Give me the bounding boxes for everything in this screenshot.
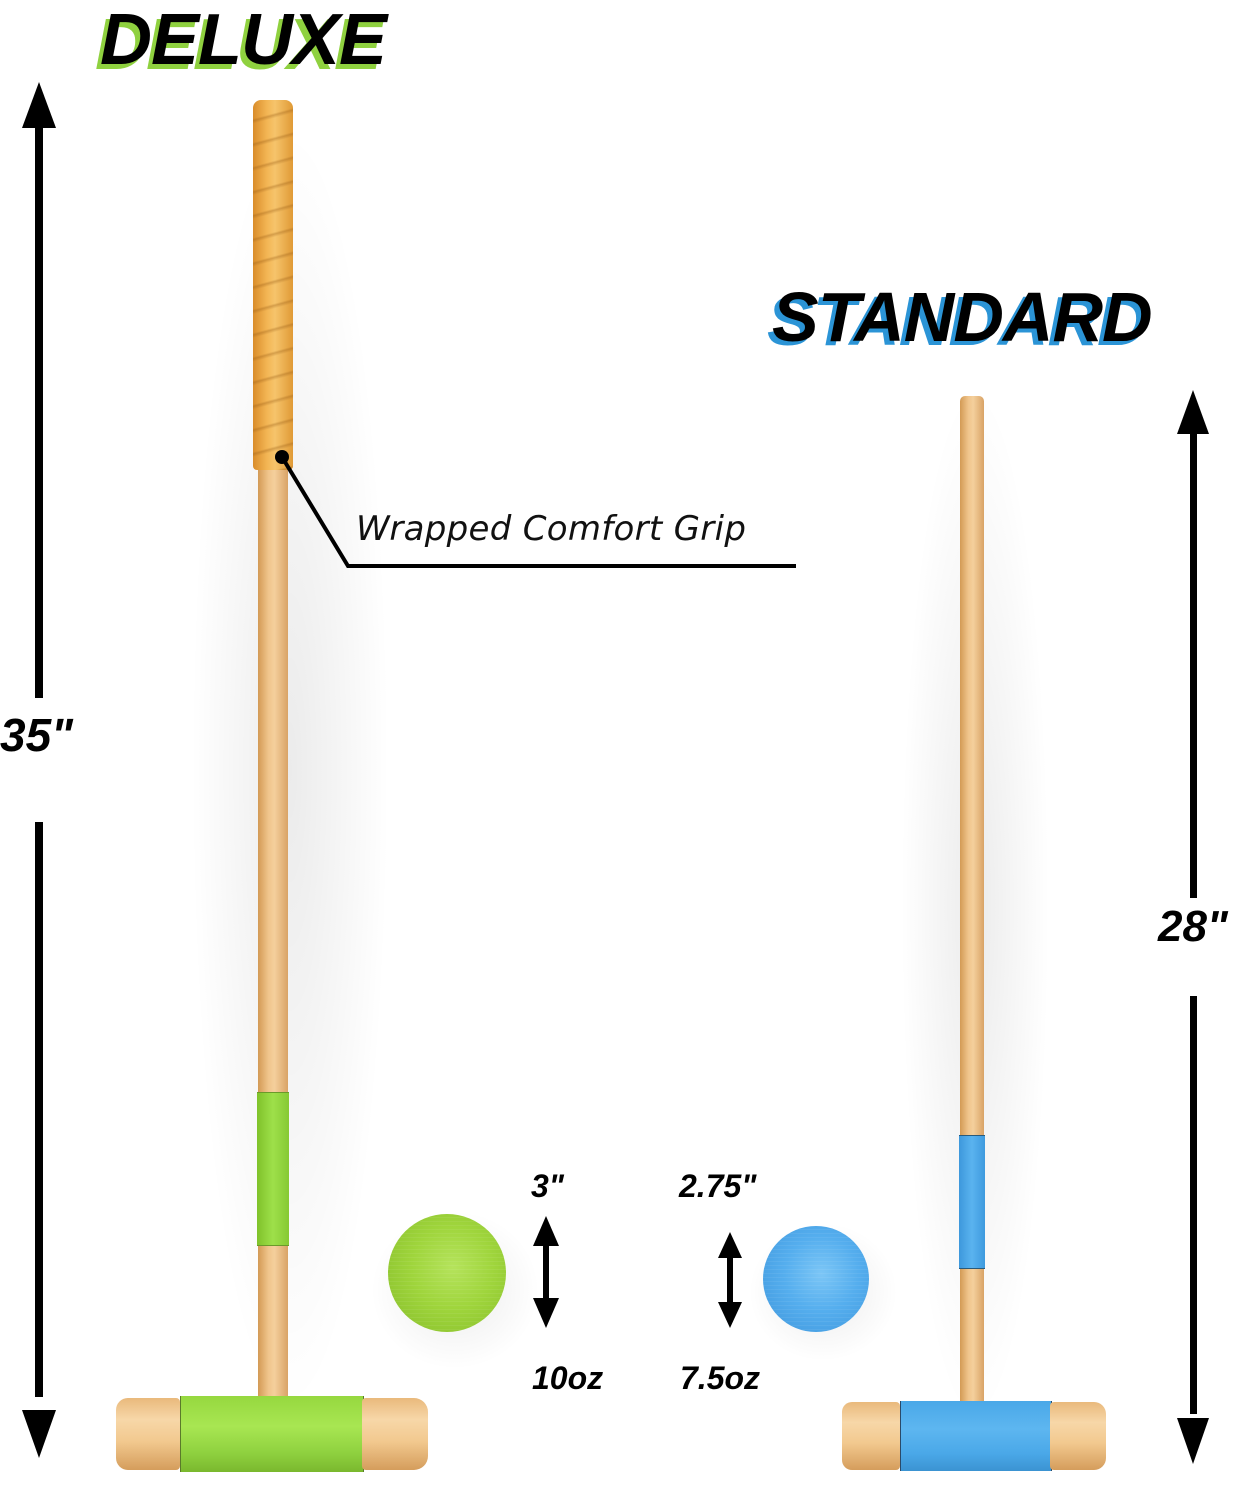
standard-length-label: 28" xyxy=(1158,902,1228,951)
deluxe-ball xyxy=(388,1214,506,1332)
standard-head-end-right xyxy=(1050,1402,1106,1470)
deluxe-mallet xyxy=(0,0,428,1472)
deluxe-head-end-left xyxy=(116,1398,180,1470)
standard-ball-diameter: 2.75" xyxy=(679,1168,757,1204)
deluxe-head-end-right xyxy=(362,1398,428,1470)
deluxe-height-arrow-icon xyxy=(22,82,56,1458)
standard-head-end-left xyxy=(842,1402,900,1470)
standard-title: STANDARD xyxy=(772,278,1153,356)
deluxe-ball-size-arrow-icon xyxy=(533,1216,559,1328)
callout-leader-line xyxy=(275,450,796,568)
standard-mallet xyxy=(0,0,1106,1471)
standard-ball-weight: 7.5oz xyxy=(680,1360,761,1396)
deluxe-head-band xyxy=(180,1396,364,1472)
deluxe-shaft-band xyxy=(257,1092,289,1246)
standard-height-arrow-icon xyxy=(1177,390,1209,1464)
grip-callout-label: Wrapped Comfort Grip xyxy=(356,509,747,549)
deluxe-shaft xyxy=(258,440,288,1410)
deluxe-ball-diameter: 3" xyxy=(531,1168,564,1204)
standard-ball-size-arrow-icon xyxy=(718,1232,742,1328)
standard-ball xyxy=(763,1226,869,1332)
standard-shaft-band xyxy=(959,1135,985,1269)
deluxe-ball-weight: 10oz xyxy=(532,1360,604,1396)
deluxe-length-label: 35" xyxy=(0,709,73,761)
standard-head-band xyxy=(900,1401,1052,1471)
deluxe-grip xyxy=(253,100,293,470)
deluxe-title: DELUXE xyxy=(100,0,387,80)
